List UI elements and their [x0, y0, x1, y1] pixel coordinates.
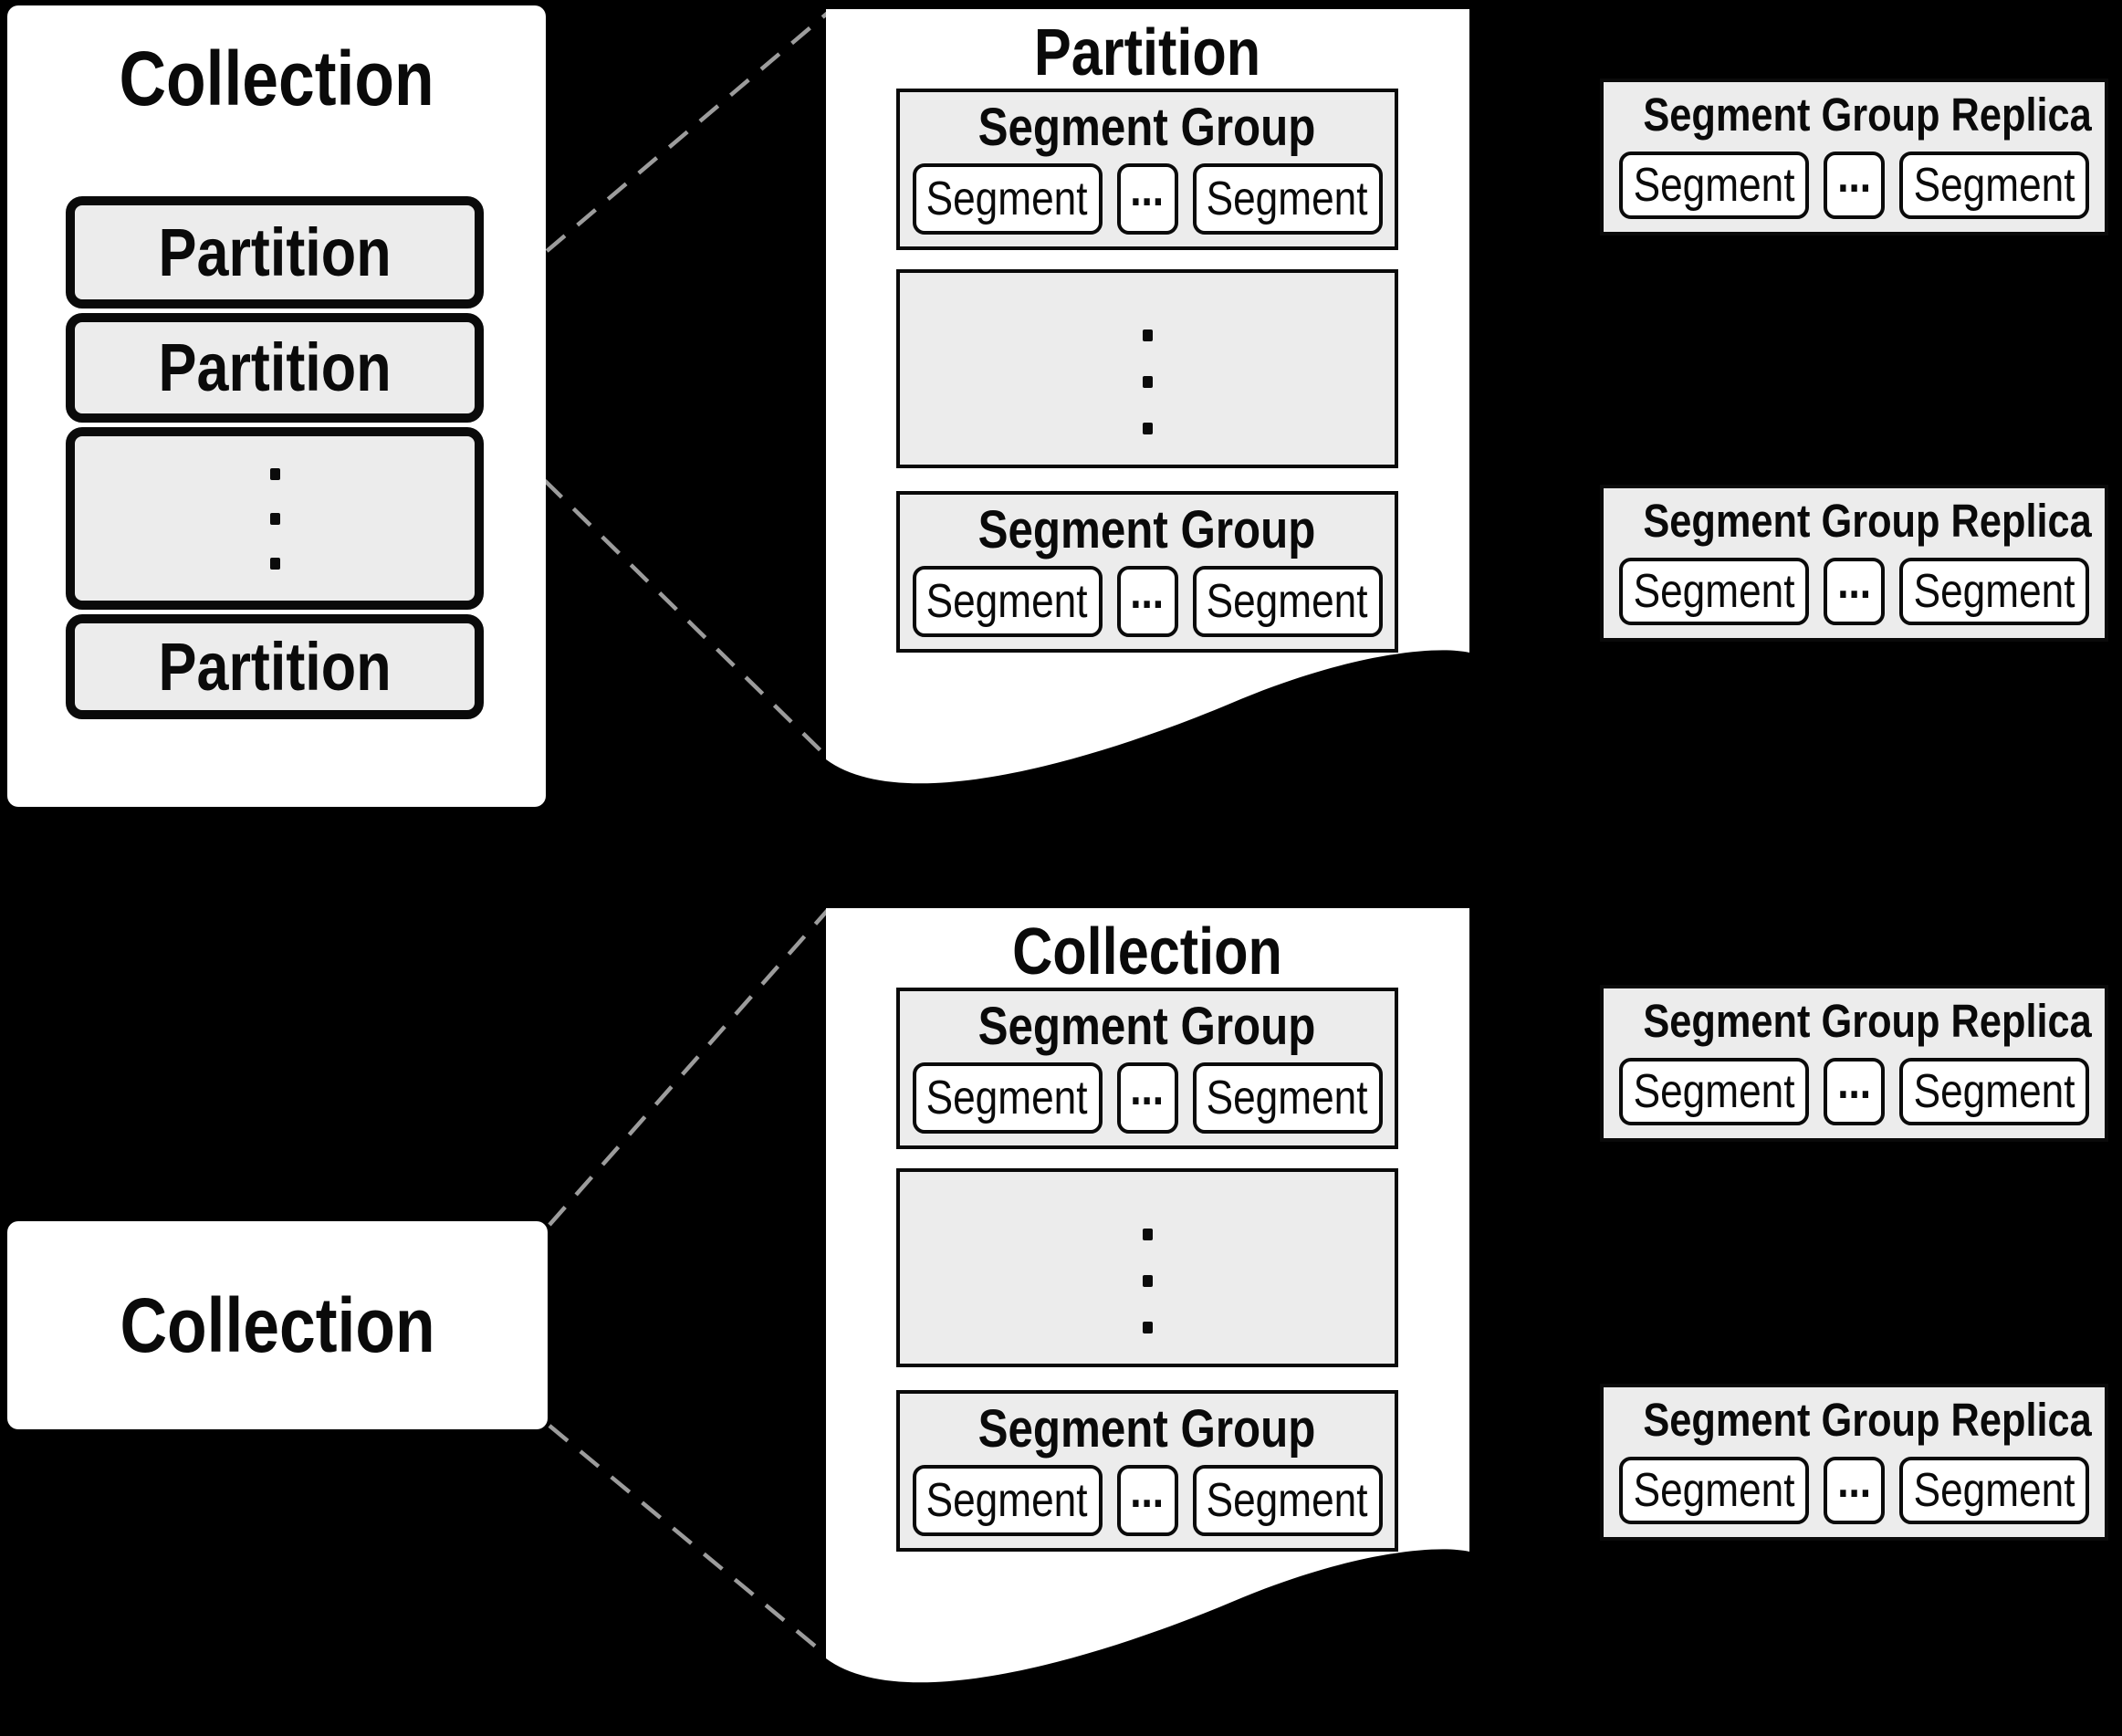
segment-group-box: Segment Group Segment ... Segment — [896, 1390, 1398, 1552]
segment-label: Segment — [926, 173, 1088, 225]
partition-row-3: Partition — [66, 614, 484, 719]
collection-card-title: Collection — [119, 36, 434, 121]
segment-label: Segment — [1913, 159, 2075, 212]
partition-row-2: Partition — [66, 313, 484, 423]
segment-label: Segment — [1207, 1474, 1368, 1527]
collection-card-title: Collection — [120, 1282, 435, 1368]
vertical-ellipsis-icon — [900, 329, 1395, 434]
segment-ellipsis-box: ... — [1824, 1058, 1885, 1125]
segment-group-replica-box: Segment Group Replica Segment ... Segmen… — [1600, 1384, 2108, 1541]
segment-group-title: Segment Group — [978, 500, 1316, 559]
segment-group-replica-box: Segment Group Replica Segment ... Segmen… — [1600, 485, 2108, 642]
segment-box: Segment — [912, 1465, 1103, 1536]
vertical-ellipsis-icon — [900, 1229, 1395, 1333]
segment-label: Segment — [1633, 159, 1795, 212]
segment-ellipsis-box: ... — [1824, 152, 1885, 219]
ellipsis-label: ... — [1130, 1062, 1165, 1115]
segment-box: Segment — [1619, 152, 1809, 219]
segment-box: Segment — [912, 163, 1103, 235]
segment-group-box: Segment Group Segment ... Segment — [896, 988, 1398, 1149]
segment-label: Segment — [1913, 1464, 2075, 1517]
segment-ellipsis-box: ... — [1116, 163, 1178, 235]
segment-label: Segment — [926, 575, 1088, 628]
segment-box: Segment — [1899, 152, 2089, 219]
partition-document-title: Partition — [1034, 16, 1261, 89]
segment-box: Segment — [912, 1062, 1103, 1134]
segment-label: Segment — [1207, 575, 1368, 628]
segment-box: Segment — [1192, 1465, 1383, 1536]
ellipsis-label: ... — [1130, 163, 1165, 216]
collection-card-bottom: Collection — [7, 1221, 548, 1429]
segment-box: Segment — [1619, 558, 1809, 625]
segment-box: Segment — [1899, 1457, 2089, 1524]
segment-groups-ellipsis-box — [896, 269, 1398, 468]
vertical-ellipsis-icon — [269, 467, 280, 570]
ellipsis-label: ... — [1130, 566, 1165, 619]
partition-row-1: Partition — [66, 196, 484, 309]
segment-group-box: Segment Group Segment ... Segment — [896, 89, 1398, 250]
segment-label: Segment — [1913, 565, 2075, 618]
segment-box: Segment — [1619, 1058, 1809, 1125]
segment-label: Segment — [1633, 1464, 1795, 1517]
partition-row-label: Partition — [158, 628, 392, 705]
segment-ellipsis-box: ... — [1824, 558, 1885, 625]
segment-group-replica-title: Segment Group Replica — [1643, 1394, 2092, 1446]
segment-box: Segment — [1899, 558, 2089, 625]
segment-label: Segment — [926, 1072, 1088, 1124]
dashed-connector-collection-to-doc-bottom — [548, 1424, 830, 1658]
segment-ellipsis-box: ... — [1116, 1465, 1178, 1536]
segment-group-replica-box: Segment Group Replica Segment ... Segmen… — [1600, 985, 2108, 1142]
dashed-connector-partition-to-doc-top — [484, 11, 830, 305]
segment-groups-ellipsis-box — [896, 1168, 1398, 1367]
partition-row-label: Partition — [158, 214, 392, 290]
ellipsis-label: ... — [1837, 556, 1871, 609]
ellipsis-label: ... — [1837, 1056, 1871, 1109]
segment-label: Segment — [1207, 173, 1368, 225]
segment-group-replica-title: Segment Group Replica — [1643, 495, 2092, 547]
segment-group-replica-box: Segment Group Replica Segment ... Segmen… — [1600, 78, 2108, 235]
segment-box: Segment — [1192, 566, 1383, 637]
segment-box: Segment — [912, 566, 1103, 637]
partition-rows-ellipsis-box — [66, 427, 484, 610]
segment-label: Segment — [1633, 1065, 1795, 1118]
segment-group-title: Segment Group — [978, 98, 1316, 157]
segment-label: Segment — [926, 1474, 1088, 1527]
segment-box: Segment — [1619, 1457, 1809, 1524]
dashed-connector-collection-to-doc-top — [548, 908, 830, 1227]
segment-box: Segment — [1899, 1058, 2089, 1125]
segment-ellipsis-box: ... — [1824, 1457, 1885, 1524]
segment-group-replica-title: Segment Group Replica — [1643, 89, 2092, 141]
segment-box: Segment — [1192, 163, 1383, 235]
segment-label: Segment — [1207, 1072, 1368, 1124]
segment-label: Segment — [1633, 565, 1795, 618]
ellipsis-label: ... — [1837, 150, 1871, 203]
segment-box: Segment — [1192, 1062, 1383, 1134]
collection-document-title: Collection — [1012, 915, 1283, 988]
segment-group-title: Segment Group — [978, 1399, 1316, 1459]
ellipsis-label: ... — [1130, 1465, 1165, 1518]
segment-label: Segment — [1913, 1065, 2075, 1118]
segment-group-replica-title: Segment Group Replica — [1643, 995, 2092, 1047]
ellipsis-label: ... — [1837, 1455, 1871, 1508]
segment-group-box: Segment Group Segment ... Segment — [896, 491, 1398, 653]
segment-group-title: Segment Group — [978, 997, 1316, 1056]
segment-ellipsis-box: ... — [1116, 1062, 1178, 1134]
segment-ellipsis-box: ... — [1116, 566, 1178, 637]
partition-row-label: Partition — [158, 329, 392, 405]
